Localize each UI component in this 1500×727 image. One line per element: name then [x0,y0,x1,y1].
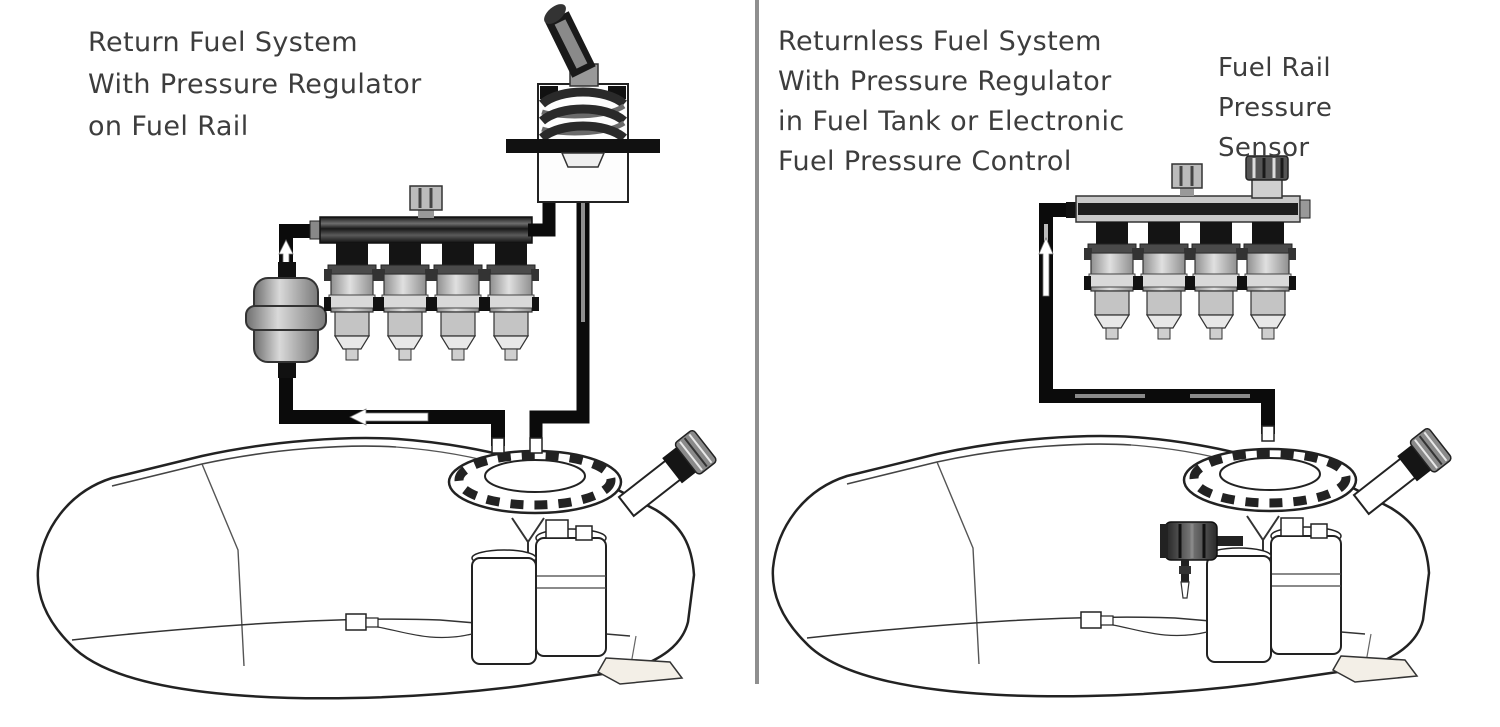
left-injector-3 [429,242,487,361]
left-injector-1 [323,242,381,361]
left-fuel-rail [309,185,533,244]
right-in-tank-pressure-regulator [1160,521,1243,599]
sensor-label-line-1: Fuel Rail [1218,53,1331,83]
left-fuel-tank [38,429,718,698]
right-flow-arrow-up [1038,237,1054,297]
right-injector-1 [1083,221,1141,340]
left-title-line-1: Return Fuel System [88,27,358,58]
right-injector-2 [1135,221,1193,340]
left-injector-2 [376,242,434,361]
right-title-line-1: Returnless Fuel System [778,26,1102,57]
left-fuel-filter [245,262,327,378]
panel-divider-line [755,0,759,684]
left-flow-arrow-left [349,408,429,426]
left-injector-4 [482,242,540,361]
fuel-rail-pressure-sensor [1245,155,1289,199]
right-injector-3 [1187,221,1245,340]
right-title-line-3: in Fuel Tank or Electronic [778,106,1125,137]
left-return-fuel-system-diagram [38,4,718,698]
left-panel-title: Return Fuel System With Pressure Regulat… [88,22,422,148]
left-title-line-3: on Fuel Rail [88,111,249,142]
right-fuel-tank [773,427,1453,696]
right-title-line-4: Fuel Pressure Control [778,146,1072,177]
fuel-rail-pressure-sensor-label: Fuel Rail Pressure Sensor [1218,48,1332,168]
left-title-line-2: With Pressure Regulator [88,69,422,100]
right-panel-title: Returnless Fuel System With Pressure Reg… [778,22,1125,182]
right-title-line-2: With Pressure Regulator [778,66,1112,97]
right-supply-pipe [1039,203,1275,442]
right-injector-4 [1239,221,1297,340]
right-returnless-fuel-system-diagram [773,155,1453,696]
sensor-label-line-3: Sensor [1218,133,1310,163]
sensor-label-line-2: Pressure [1218,93,1333,123]
left-pressure-regulator [506,4,660,203]
right-fuel-rail [1066,163,1311,223]
